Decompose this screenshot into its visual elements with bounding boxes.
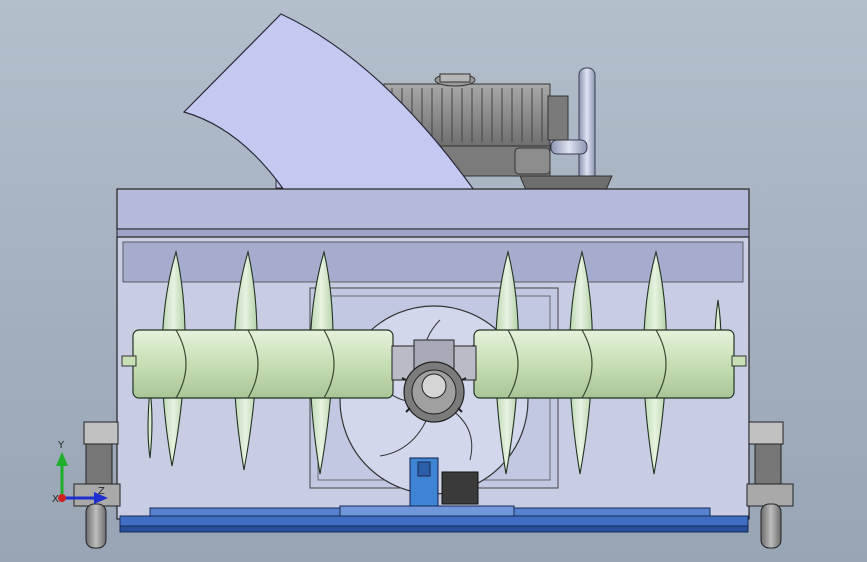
y-axis-label: Y xyxy=(58,440,65,451)
coordinate-triad xyxy=(56,452,108,504)
x-axis-label: X xyxy=(52,494,59,505)
gearbox-support xyxy=(409,457,479,509)
gearbox xyxy=(391,339,477,423)
z-axis-label: Z xyxy=(98,486,105,497)
exhaust-pipe xyxy=(550,67,596,187)
left-auger xyxy=(121,249,394,475)
right-skid xyxy=(746,421,794,549)
right-auger xyxy=(473,249,747,475)
left-skid xyxy=(73,421,121,549)
discharge-chute xyxy=(182,13,476,191)
scraper-bar xyxy=(119,505,749,533)
